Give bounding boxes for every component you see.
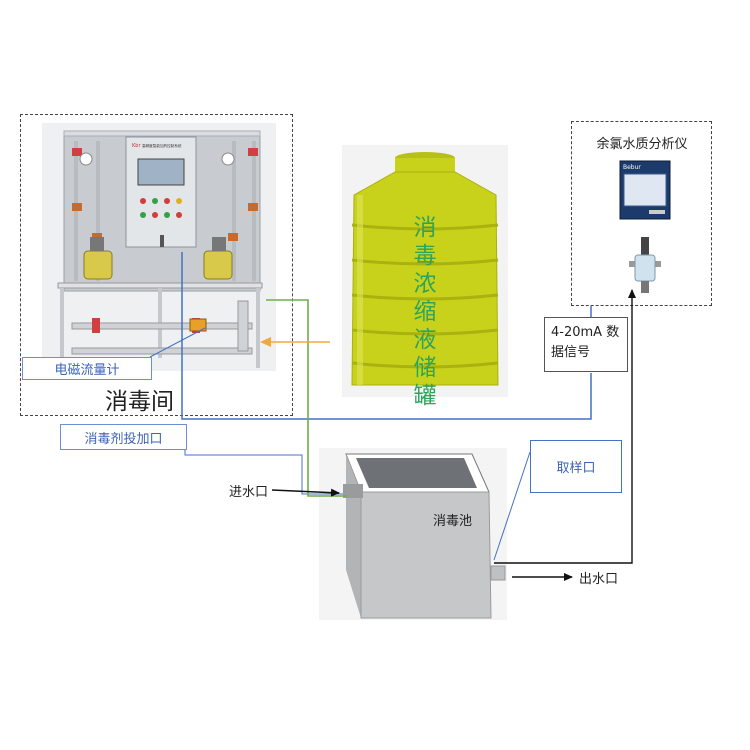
sampling-pointer <box>493 451 531 561</box>
disinfection-room-frame <box>20 114 293 416</box>
inlet-arrow <box>271 488 340 497</box>
concentrate-tank-label: 消 毒 浓 缩 液 储 罐 <box>412 214 438 410</box>
analyzer-probe-drawing <box>629 237 661 293</box>
disinfection-pool-label: 消毒池 <box>433 514 473 529</box>
tank-label-char: 缩 <box>413 299 437 325</box>
tank-label-char: 毒 <box>413 243 437 269</box>
flow-meter-label-box: 电磁流量计 <box>22 357 152 380</box>
flow-meter-pointer <box>149 327 206 358</box>
dosing-cabinet-drawing: Kbr 高精度智能加药控制系统 <box>57 130 263 368</box>
sampling-port-box: 取样口 <box>530 440 622 493</box>
green-dosing-line <box>266 299 347 497</box>
analyzer-frame <box>571 121 712 306</box>
cabinet-logo: Kbr <box>132 143 141 149</box>
water-inlet-label: 进水口 <box>229 485 269 500</box>
analyzer-brand: Bebur <box>623 164 641 171</box>
signal-label-box: 4-20mA 数据信号 <box>544 317 628 372</box>
cabinet-panel-title: 高精度智能加药控制系统 <box>142 143 182 148</box>
disinfection-room-label: 消毒间 <box>105 389 174 415</box>
tank-label-char: 罐 <box>413 383 437 409</box>
sampling-port-label: 取样口 <box>556 461 596 476</box>
flow-meter-label: 电磁流量计 <box>54 363 120 378</box>
dosing-cabinet-photo: Kbr 高精度智能加药控制系统 <box>42 123 276 371</box>
analyzer-device-drawing: Bebur <box>619 160 671 220</box>
disinfection-pool-photo <box>319 448 507 620</box>
analyzer-title: 余氯水质分析仪 <box>596 137 688 152</box>
tank-label-char: 消 <box>413 215 437 241</box>
tank-label-char: 储 <box>413 355 437 381</box>
tank-label-char: 浓 <box>413 271 437 297</box>
disinfection-pool-drawing <box>343 453 506 619</box>
sample-line <box>494 289 636 564</box>
blue-signal-line <box>181 252 592 420</box>
signal-label: 4-20mA 数据信号 <box>551 325 620 360</box>
water-outlet-label: 出水口 <box>579 572 619 587</box>
analyzer-probe <box>627 237 663 295</box>
concentrate-tank-drawing <box>351 152 499 386</box>
dosing-inlet-label: 消毒剂投加口 <box>84 431 163 447</box>
concentrate-tank-photo <box>342 145 508 397</box>
tank-label-char: 液 <box>413 327 437 353</box>
dosing-inlet-label-box: 消毒剂投加口 <box>60 424 187 450</box>
analyzer-device: Bebur <box>619 160 671 220</box>
